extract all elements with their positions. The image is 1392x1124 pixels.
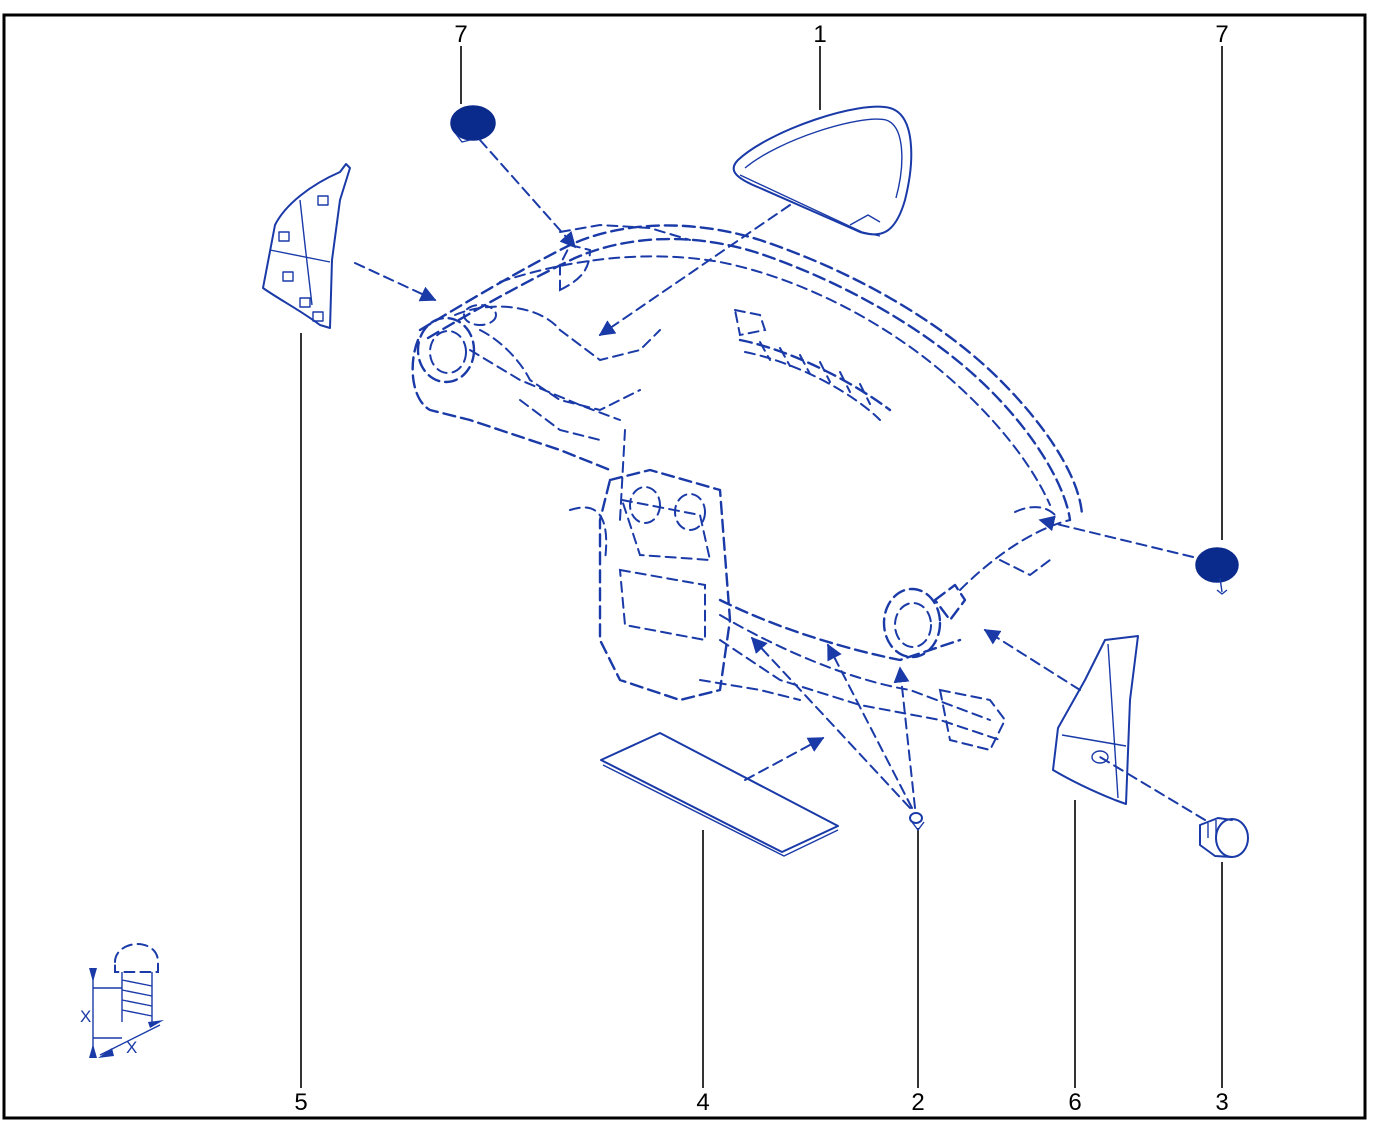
callout-7-top-right: 7 [1215,21,1228,48]
arrow-clip2-c [893,666,916,809]
torque-dim-horizontal: X [126,1038,137,1057]
callout-7-top-left: 7 [454,21,467,48]
arrow-clip2-b [827,643,913,809]
side-trim-6 [1052,635,1139,805]
pad-4 [600,732,839,857]
callout-3: 3 [1215,1089,1228,1116]
callout-labels: 7 1 7 5 4 2 6 3 [294,21,1228,1116]
callout-5: 5 [294,1089,307,1116]
callout-6: 6 [1068,1089,1081,1116]
arrow-clip2-a [750,636,911,809]
callout-4: 4 [696,1089,709,1116]
arrow-cap3-to-trim6 [1099,756,1206,821]
cap-7-left [450,105,496,143]
callout-2: 2 [911,1089,924,1116]
arrow-cover1-to-dash [598,204,791,336]
callout-1: 1 [813,21,826,48]
arrow-trim6-to-dash [983,629,1081,691]
push-cap-3 [1199,817,1249,858]
drawing-frame [2,13,1367,1120]
arrow-pad4-to-dash [744,737,825,781]
trim-cover-1 [732,105,913,237]
arrow-trim5-to-dash [354,262,437,302]
torque-dim-vertical: X [80,1007,91,1026]
arrow-cap7-right-to-dash [1038,515,1194,558]
leader-lines [300,46,1223,1088]
dashboard-main-body [411,223,1084,752]
side-trim-5 [262,163,351,329]
arrow-cap7-left-to-dash [479,139,577,249]
clip-2 [909,812,925,831]
fastener-symbol: X X [80,942,164,1058]
cap-7-right [1195,547,1239,595]
assembly-arrows [354,139,1206,821]
